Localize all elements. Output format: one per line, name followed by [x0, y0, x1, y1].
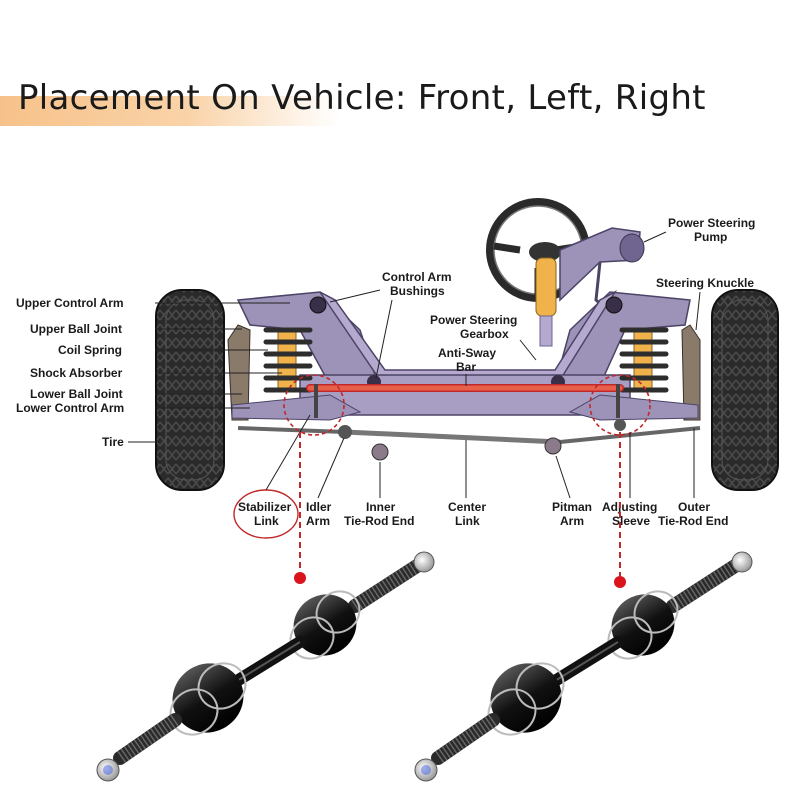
label-stabilizer-link-line1: Stabilizer	[238, 500, 292, 514]
label-control-arm-bushings-line2: Bushings	[390, 284, 445, 298]
label-inner-tie-rod-end-line2: Tie-Rod End	[344, 514, 414, 528]
suspension-frame	[236, 290, 691, 416]
stabilizer-link-highlight-left	[283, 374, 345, 436]
label-outer-tie-rod-end-line1: Outer	[678, 500, 710, 514]
label-idler-arm-line2: Arm	[306, 514, 330, 528]
label-idler-arm-line1: Idler	[306, 500, 332, 514]
left-tire	[155, 289, 225, 491]
nut-icon	[731, 551, 753, 573]
label-adjusting-sleeve-line1: Adjusting	[602, 500, 657, 514]
label-adjusting-sleeve-line2: Sleeve	[612, 514, 650, 528]
right-coil-spring	[619, 327, 669, 393]
title-highlight-band	[0, 96, 340, 126]
label-pitman-arm-line2: Arm	[560, 514, 584, 528]
left-coil-spring	[263, 327, 313, 393]
red-dot-marker-icon	[294, 572, 306, 584]
label-tire: Tire	[102, 435, 124, 449]
label-stabilizer-link-line2: Link	[254, 514, 279, 528]
label-anti-sway-bar-line1: Anti-Sway	[438, 346, 496, 360]
red-dot-marker-icon	[614, 576, 626, 588]
stabilizer-link-part-left	[96, 551, 435, 782]
label-power-steering-pump-line2: Pump	[694, 230, 727, 244]
right-tire	[711, 289, 779, 491]
label-shock-absorber: Shock Absorber	[30, 366, 123, 380]
steering-linkage	[237, 419, 701, 461]
label-center-link-line2: Link	[455, 514, 480, 528]
lower-control-arms	[231, 394, 699, 421]
pointer-left	[294, 432, 306, 584]
stabilizer-link-highlight-right	[589, 374, 651, 436]
label-lower-ball-joint: Lower Ball Joint	[30, 387, 123, 401]
label-coil-spring: Coil Spring	[58, 343, 122, 357]
label-control-arm-bushings-line1: Control Arm	[382, 270, 452, 284]
page-title: Placement On Vehicle: Front, Left, Right	[18, 78, 706, 118]
nut-icon	[413, 551, 435, 573]
anti-sway-bar	[306, 384, 624, 418]
stabilizer-link-part-right	[414, 551, 753, 782]
label-anti-sway-bar-line2: Bar	[456, 360, 476, 374]
label-inner-tie-rod-end-line1: Inner	[366, 500, 396, 514]
label-pitman-arm-line1: Pitman	[552, 500, 592, 514]
label-power-steering-gearbox-line2: Gearbox	[460, 327, 509, 341]
label-lower-control-arm: Lower Control Arm	[16, 401, 124, 415]
label-upper-ball-joint: Upper Ball Joint	[30, 322, 122, 336]
right-steering-knuckle	[681, 324, 701, 421]
label-steering-knuckle: Steering Knuckle	[656, 276, 754, 290]
label-center-link-line1: Center	[448, 500, 486, 514]
label-upper-control-arm: Upper Control Arm	[16, 296, 124, 310]
label-power-steering-pump-line1: Power Steering	[668, 216, 755, 230]
steering-wheel	[486, 198, 590, 347]
label-outer-tie-rod-end-line2: Tie-Rod End	[658, 514, 728, 528]
pointer-right	[614, 432, 626, 588]
label-power-steering-gearbox-line1: Power Steering	[430, 313, 517, 327]
